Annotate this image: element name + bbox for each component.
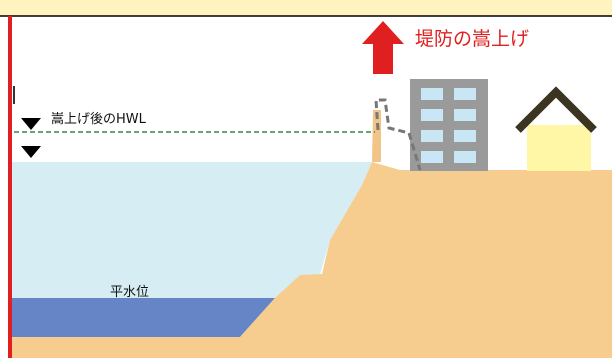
side-mark bbox=[13, 86, 15, 104]
river-water bbox=[12, 162, 372, 300]
left-frame-border bbox=[8, 16, 12, 358]
water-level-marker-icon bbox=[21, 146, 41, 158]
top-banner bbox=[0, 0, 612, 16]
building-windows bbox=[421, 88, 476, 163]
up-arrow-icon bbox=[362, 21, 404, 74]
house bbox=[527, 125, 591, 171]
ground bbox=[12, 162, 612, 358]
raise-label: 堤防の嵩上げ bbox=[415, 28, 530, 50]
riverbed-normal-water bbox=[12, 298, 275, 337]
hwl-label: 嵩上げ後のHWL bbox=[51, 112, 146, 127]
house-roof bbox=[515, 86, 597, 133]
hwl-marker-icon bbox=[21, 118, 41, 130]
raised-levee-outline bbox=[374, 98, 422, 171]
normal-water-level-label: 平水位 bbox=[110, 285, 150, 300]
